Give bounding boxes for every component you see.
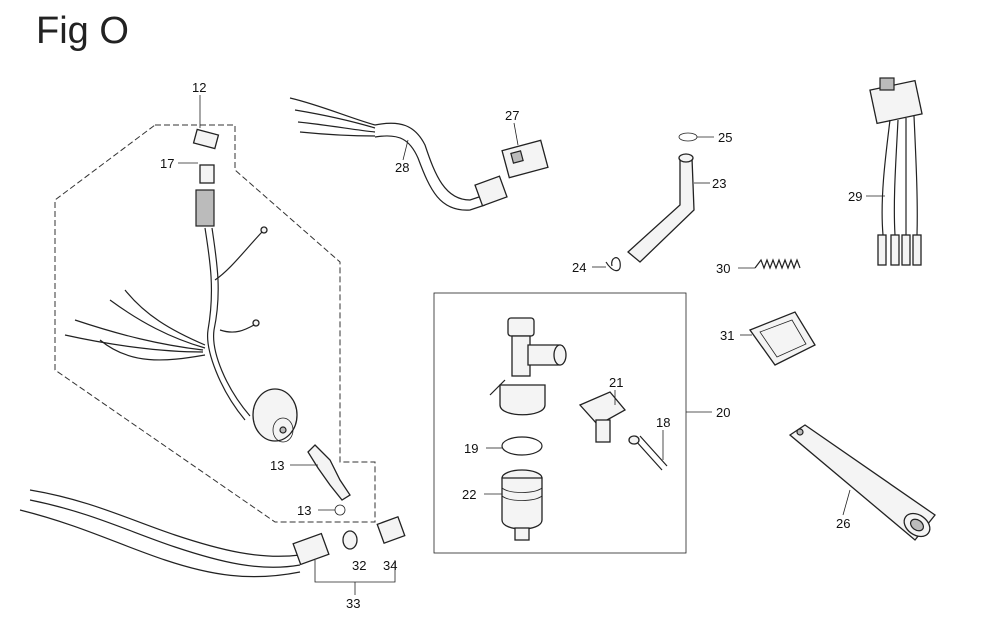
callout-20: 20 <box>716 405 730 420</box>
callout-13a: 13 <box>270 458 284 473</box>
fuel-hose-23 <box>627 153 695 263</box>
callout-17: 17 <box>160 156 174 171</box>
callout-27: 27 <box>505 108 519 123</box>
lever-21 <box>578 391 627 443</box>
callout-22: 22 <box>462 487 476 502</box>
callout-29: 29 <box>848 189 862 204</box>
fuel-valve-body <box>489 317 567 416</box>
callout-34: 34 <box>383 558 397 573</box>
callout-18: 18 <box>656 415 670 430</box>
gasket-31 <box>748 311 816 366</box>
callout-32: 32 <box>352 558 366 573</box>
clip-part-13 <box>307 444 351 516</box>
harness-group-outline <box>54 124 376 523</box>
callout-21: 21 <box>609 375 623 390</box>
spark-plug-wrench-26 <box>788 424 936 541</box>
o-ring-25 <box>678 132 698 142</box>
callout-25: 25 <box>718 130 732 145</box>
figure-title: Fig O <box>36 10 129 52</box>
o-ring-19 <box>501 436 543 456</box>
callout-24: 24 <box>572 260 586 275</box>
fuel-cup-22 <box>501 469 543 541</box>
callout-30: 30 <box>716 261 730 276</box>
callout-23: 23 <box>712 176 726 191</box>
callout-28: 28 <box>395 160 409 175</box>
fuel-valve-group-box <box>433 292 687 554</box>
spring-30 <box>754 258 801 270</box>
callout-33: 33 <box>346 596 360 611</box>
callout-13b: 13 <box>297 503 311 518</box>
connector-27 <box>501 139 549 179</box>
switch-harness-29 <box>869 77 923 266</box>
wire-harness-part <box>64 128 298 443</box>
clip-24 <box>605 257 621 272</box>
screw-18 <box>628 435 668 471</box>
callout-26: 26 <box>836 516 850 531</box>
callout-31: 31 <box>720 328 734 343</box>
callout-19: 19 <box>464 441 478 456</box>
cable-assembly-33 <box>19 489 406 578</box>
callout-12: 12 <box>192 80 206 95</box>
wire-lead-28 <box>289 97 508 211</box>
